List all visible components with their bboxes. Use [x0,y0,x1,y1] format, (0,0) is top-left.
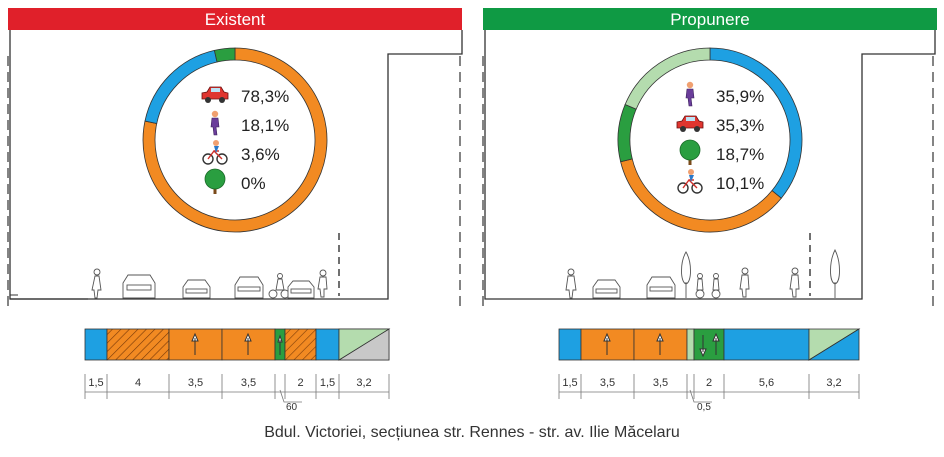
sidewalk-lane [723,328,810,361]
title-bar-propunere [483,8,937,30]
mode-share-value: 10,1% [716,174,764,193]
car-icon [201,86,229,103]
dimension-label: 3,2 [826,377,841,389]
street-silhouettes-existent [91,268,328,299]
parking-lane [284,328,317,361]
panel-propunere: Propunere 35,9% 35,3% 18,7% 10,1% [482,8,937,413]
callout-label: 0,5 [697,402,711,413]
car-silhouette [234,276,264,299]
dimension-line-existent: 1,5 4 3,5 3,5 2 1,5 3,2 [84,374,390,399]
street-silhouettes-propunere [565,248,840,299]
cyclist-icon [677,169,703,194]
tree-silhouette [681,251,691,298]
mode-share-list-propunere: 35,9% 35,3% 18,7% 10,1% [676,81,764,194]
mode-share-ring-propunere [617,47,803,233]
mode-share-value: 18,7% [716,145,764,164]
pedestrian-icon [210,110,220,136]
ring-segment-green [617,104,637,163]
car-icon [676,115,704,132]
callout-propunere: 0,5 [689,389,712,413]
tree-silhouette [830,248,840,298]
dimension-label: 3,5 [241,377,256,389]
dimension-label: 3,2 [356,377,371,389]
lane-strip-propunere [558,328,861,361]
panel-title-propunere: Propunere [670,10,749,29]
parking-lane [106,328,170,361]
mode-share-ring-existent [142,47,328,233]
callout-existent: 60 [279,389,302,413]
cyclist-icon [202,140,228,165]
lane-strip-existent [84,328,391,361]
dimension-label: 5,6 [759,377,774,389]
ring-segment-car [620,158,782,233]
ring-segment-cyclist [213,47,236,63]
mode-share-value: 18,1% [241,116,289,135]
dimension-label: 1,5 [88,377,103,389]
ring-segment-car [142,47,328,233]
buffer-strip [686,328,695,361]
sidewalk-lane [558,328,582,361]
mode-share-value: 78,3% [241,87,289,106]
section-outline-left-building [484,56,562,300]
pedestrian-silhouette [317,269,328,298]
dimension-label: 1,5 [320,377,335,389]
dimension-label: 4 [135,377,141,389]
mode-share-value: 0% [241,174,266,193]
car-silhouette [122,274,156,299]
tree-icon [679,139,701,165]
title-bar-existent [8,8,462,30]
pedestrian-silhouette [739,267,750,298]
bike-lane [693,328,725,361]
callout-label: 60 [286,402,298,413]
pedestrian-silhouette [91,268,102,299]
section-outline-right-building [336,30,463,300]
ring-segment-green-light [624,47,711,110]
pedestrian-icon [685,81,695,107]
mode-share-value: 3,6% [241,145,280,164]
cyclist-silhouette [268,273,290,299]
cyclist-silhouette [695,273,705,299]
mode-share-value: 35,3% [716,116,764,135]
section-outline-right-building [562,30,936,300]
mode-share-list-existent: 78,3% 18,1% 3,6% 0% [201,86,289,194]
dimension-label: 2 [706,377,712,389]
dimension-line-propunere: 1,5 3,5 3,5 2 5,6 3,2 [558,374,860,399]
panel-title-existent: Existent [205,10,266,29]
dimension-label: 2 [297,377,303,389]
car-silhouette [287,280,315,299]
car-silhouette [646,276,676,299]
panel-existent: Existent 78,3% 18,1% 3,6% 0% [7,8,463,413]
pedestrian-silhouette [789,267,800,298]
car-silhouette [592,279,621,299]
pedestrian-silhouette [565,268,577,299]
direction-arrows [603,332,720,358]
dimension-label: 3,5 [188,377,203,389]
mode-share-value: 35,9% [716,87,764,106]
car-silhouette [182,279,211,299]
ring-segment-pedestrian [144,49,218,125]
dimension-label: 1,5 [562,377,577,389]
cyclist-silhouette [711,273,721,299]
sidewalk-lane [84,328,108,361]
dimension-label: 3,5 [600,377,615,389]
dimension-label: 3,5 [653,377,668,389]
tree-icon [204,168,226,194]
sidewalk-lane [315,328,340,361]
caption: Bdul. Victoriei, secțiunea str. Rennes -… [264,424,680,441]
direction-arrows [191,332,283,355]
